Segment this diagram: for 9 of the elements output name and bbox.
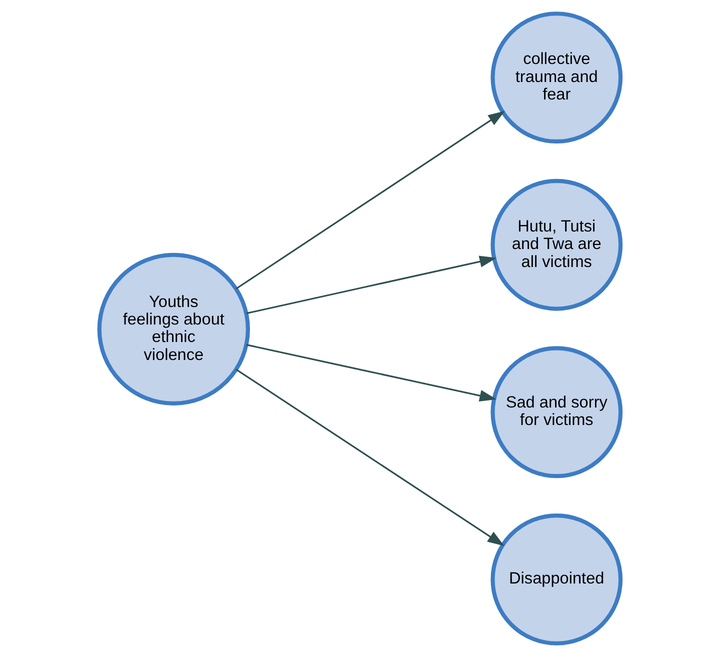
node-circle: Sad and sorry for victims [490,346,622,478]
node-circle: collective trauma and fear [490,12,622,144]
arrow [246,344,496,402]
node-circle: Disappointed [490,513,622,646]
arrow [235,368,504,546]
node-circle: Youths feelings about ethnic violence [96,252,250,406]
node-circle: Hutu, Tutsi and Twa are all victims [490,178,622,311]
arrow [246,256,496,314]
arrow [235,110,504,290]
